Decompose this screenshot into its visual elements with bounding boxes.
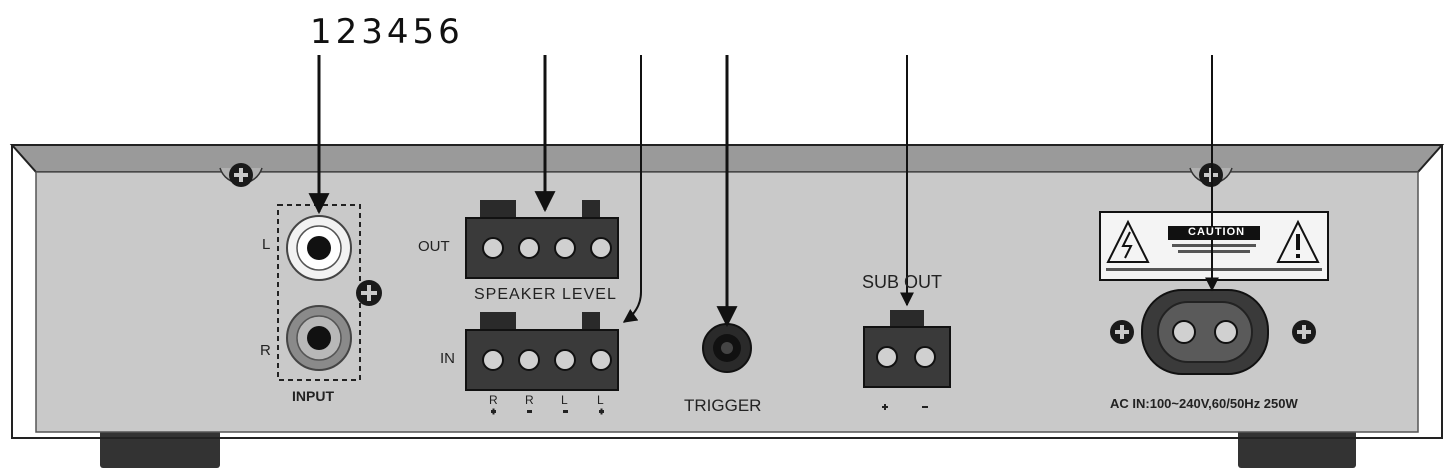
caution-text: CAUTION (1188, 226, 1246, 238)
input-label: INPUT (292, 388, 334, 404)
sub-out-connector (863, 310, 951, 388)
input-l-label: L (262, 236, 271, 253)
input-r-label: R (260, 342, 271, 359)
screw-input (356, 280, 382, 306)
speaker-level-in-connector (465, 312, 619, 391)
pin-label-r1: R (489, 393, 498, 407)
shock-warning-icon (1106, 219, 1150, 263)
left-foot (100, 430, 220, 468)
exclamation-warning-icon (1276, 219, 1320, 263)
in-label: IN (440, 350, 455, 367)
screw-ac-right (1292, 320, 1316, 344)
ac-in-label: AC IN:100~240V,60/50Hz 250W (1110, 396, 1298, 411)
callout-numbers: 123456 (310, 12, 464, 52)
rca-input-left (286, 215, 352, 281)
screw-ac-left (1110, 320, 1134, 344)
callout-arrow-3 (622, 55, 642, 323)
pin-label-l1: L (561, 393, 568, 407)
right-foot (1238, 430, 1356, 468)
callout-arrows (308, 55, 1219, 328)
trigger-jack (702, 323, 752, 373)
trigger-label: TRIGGER (684, 396, 762, 415)
speaker-level-label: SPEAKER LEVEL (474, 286, 617, 303)
sub-out-polarity-marks (882, 404, 928, 410)
pin-polarity-marks (491, 408, 604, 415)
ac-power-inlet (1141, 289, 1269, 375)
pin-label-l2: L (597, 393, 604, 407)
caution-label (1099, 211, 1329, 281)
out-label: OUT (418, 238, 450, 255)
screw-top-left (219, 163, 263, 187)
rca-input-right (286, 305, 352, 371)
speaker-level-out-connector (465, 200, 619, 279)
pin-label-r2: R (525, 393, 534, 407)
sub-out-label: SUB OUT (862, 272, 943, 292)
